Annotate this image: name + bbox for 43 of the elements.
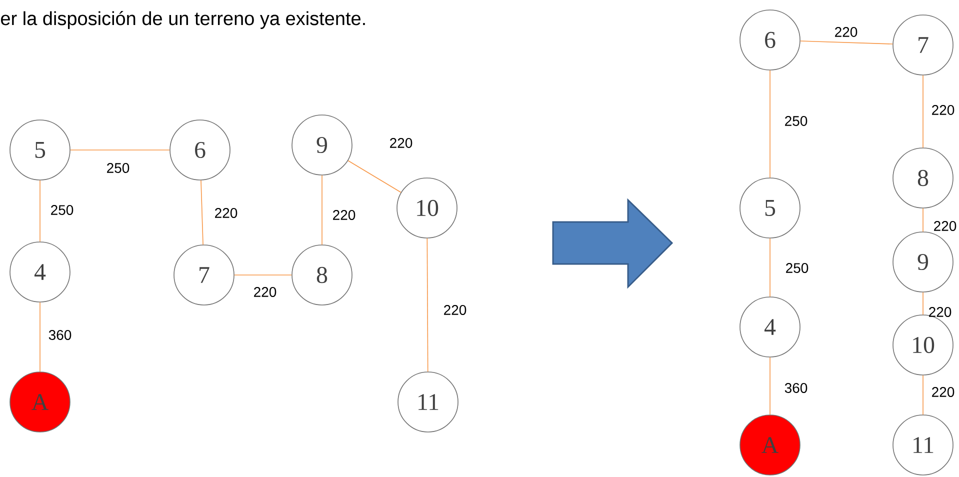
circle-node: 9 [892, 232, 954, 292]
edge-label: 220 [929, 307, 952, 317]
circle-node: 8 [292, 244, 352, 306]
circle-node: 5 [10, 120, 70, 180]
connector-line [234, 274, 292, 276]
circle-node: 4 [740, 296, 800, 358]
connector-line [922, 75, 924, 148]
circle-node: 9 [292, 114, 352, 176]
edge-label: 250 [786, 263, 808, 273]
edge-label: 360 [784, 383, 808, 393]
edge-label: 220 [932, 105, 954, 115]
edge-label: 220 [254, 287, 276, 297]
circle-node: 11 [398, 372, 458, 432]
circle-node: 8 [892, 148, 954, 208]
edge-label: 220 [333, 210, 356, 220]
heading: er la disposición de un terreno ya existente. [1, 11, 365, 29]
edge-label: 220 [390, 138, 412, 148]
edge-label: 250 [107, 163, 130, 173]
circle-node: 6 [170, 120, 230, 180]
connector-line [922, 208, 924, 232]
edge-label: 250 [51, 205, 74, 215]
edge-label: 220 [215, 208, 238, 218]
edge-label: 220 [934, 221, 956, 231]
edge-label: 220 [835, 27, 858, 37]
circle-node: 6 [740, 10, 800, 70]
edge-label: 220 [932, 387, 954, 397]
connector-line [800, 40, 894, 44]
circle-node: 4 [10, 242, 70, 302]
circle-node: 10 [396, 178, 458, 238]
circle-node: A [10, 372, 70, 432]
connector-line [922, 292, 924, 315]
circle-node: 11 [892, 414, 954, 476]
connector-line [922, 375, 924, 415]
connector-line [200, 180, 204, 246]
edge-label: 250 [785, 116, 808, 126]
circle-node: 5 [740, 178, 800, 238]
circle-node: 7 [174, 244, 234, 306]
edge-label: 360 [48, 330, 72, 340]
connector-line [348, 160, 402, 193]
edge-label: 220 [444, 305, 466, 315]
connector-line [426, 238, 428, 372]
circle-node: 7 [892, 14, 954, 76]
circle-node: A [740, 414, 800, 476]
